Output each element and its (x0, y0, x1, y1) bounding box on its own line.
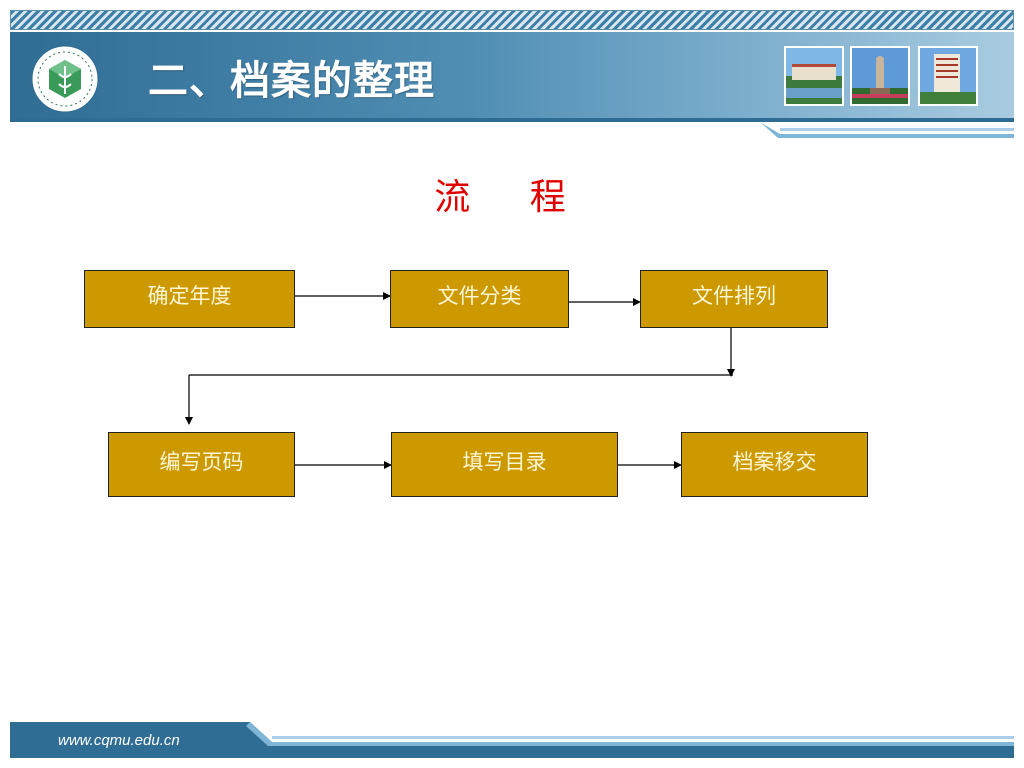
campus-building-photo (784, 46, 844, 106)
footer-bar (10, 722, 1014, 758)
decorative-stripe-band (10, 10, 1014, 30)
flow-step-archive-transfer: 档案移交 (681, 432, 868, 497)
page-title: 二、档案的整理 (148, 58, 435, 104)
flow-step-determine-year: 确定年度 (84, 270, 295, 328)
hospital-building-photo (918, 46, 978, 106)
flow-step-arrange-files: 文件排列 (640, 270, 828, 328)
flow-step-fill-catalog: 填写目录 (391, 432, 618, 497)
flow-step-page-numbering: 编写页码 (108, 432, 295, 497)
header-banner (10, 32, 1014, 120)
statue-photo (850, 46, 910, 106)
header-divider (10, 118, 1014, 122)
header-divider-tail (760, 122, 1014, 138)
flow-step-classify-files: 文件分类 (390, 270, 569, 328)
footer-url[interactable]: www.cqmu.edu.cn (58, 732, 180, 749)
university-emblem-icon (31, 45, 99, 113)
section-subtitle: 流 程 (434, 177, 590, 218)
